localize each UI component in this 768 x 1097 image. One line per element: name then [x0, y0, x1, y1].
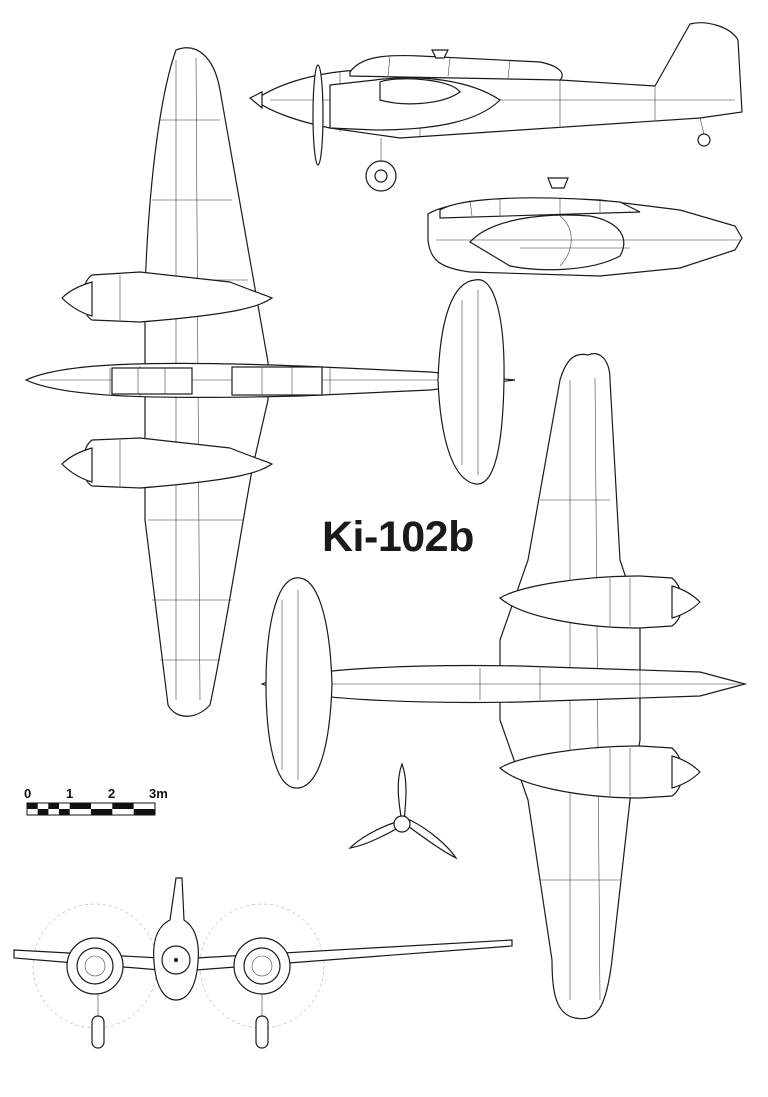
top-view [24, 47, 516, 717]
side-view-fuselage [254, 22, 743, 139]
bottom-view-tailplane [265, 577, 333, 789]
aircraft-title: Ki-102b [322, 513, 474, 561]
bottom-view [260, 353, 748, 1020]
scale-label-1: 1 [66, 786, 74, 801]
side-view [248, 22, 743, 192]
front-view [13, 877, 513, 1049]
side-view-partial [427, 177, 743, 277]
front-view-fuselage [153, 877, 199, 1001]
side-view-canopy [349, 54, 563, 81]
top-view-tailplane [437, 279, 505, 485]
propeller-detail [348, 762, 458, 860]
scale-label-0: 0 [24, 786, 32, 801]
scale-label-2: 2 [108, 786, 116, 801]
scale-label-3m: 3m [149, 786, 168, 801]
scale-bar [26, 802, 156, 816]
